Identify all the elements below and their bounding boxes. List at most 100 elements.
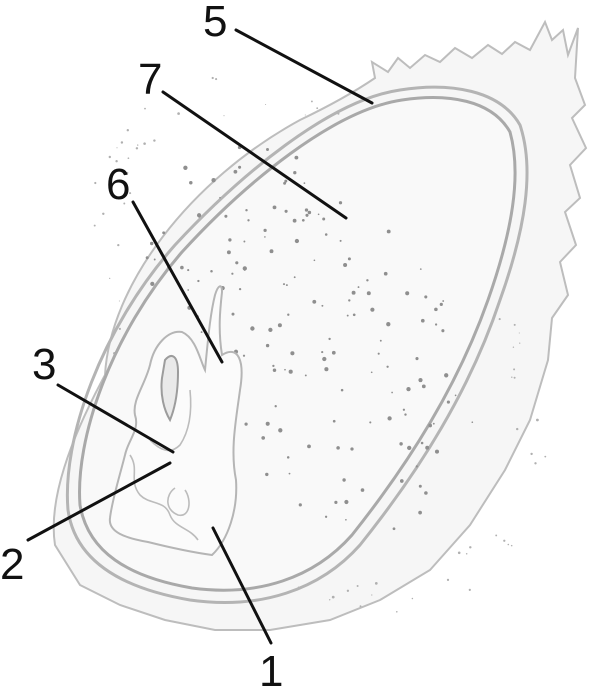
coat-dot (346, 589, 350, 592)
endosperm-dot (418, 484, 422, 488)
coat-dot (446, 578, 450, 582)
endosperm-dot (369, 421, 372, 424)
coat-dot (507, 543, 510, 546)
endosperm-dot (332, 419, 336, 423)
coat-dot (118, 300, 120, 302)
endosperm-dot (200, 331, 203, 334)
endosperm-dot (444, 373, 449, 378)
label-1: 1 (259, 647, 284, 696)
endosperm-dot (287, 313, 290, 316)
endosperm-dot (366, 279, 369, 282)
leader-line-2 (26, 461, 172, 542)
coat-dot (503, 539, 506, 542)
coat-dot (457, 551, 461, 555)
endosperm-dot (231, 312, 235, 316)
endosperm-dot (418, 510, 422, 515)
endosperm-dot (336, 446, 340, 450)
endosperm-dot (272, 205, 277, 210)
coat-dot (215, 78, 218, 81)
endosperm-dot (342, 478, 346, 482)
endosperm-dot (344, 499, 349, 505)
endosperm-dot (284, 209, 288, 213)
coat-dot (359, 605, 362, 608)
endosperm-dot (293, 171, 297, 175)
coat-dot (127, 157, 130, 160)
coat-dot (265, 103, 267, 106)
endosperm-dot (243, 240, 246, 243)
endosperm-dot (283, 181, 287, 185)
endosperm-dot (420, 318, 425, 323)
endosperm-dot (265, 343, 270, 348)
endosperm-dot (420, 441, 424, 445)
coat-dot (516, 427, 519, 431)
endosperm-dot (348, 299, 351, 302)
endosperm-dot (272, 368, 277, 372)
plumule (160, 355, 180, 423)
endosperm-dot (425, 445, 430, 450)
endosperm-dot (340, 388, 344, 392)
endosperm-dot (286, 456, 290, 459)
endosperm-dot (424, 491, 428, 495)
label-5: 5 (203, 0, 228, 46)
endosperm-dot (294, 238, 300, 244)
endosperm-dot (402, 408, 406, 411)
endosperm-dot (290, 351, 295, 356)
endosperm-dot (383, 271, 388, 276)
endosperm-dot (428, 423, 433, 428)
coat-dot (129, 192, 132, 195)
endosperm-dot (293, 276, 296, 279)
endosperm-dot (242, 354, 246, 357)
label-2: 2 (0, 540, 25, 589)
endosperm-dot (404, 413, 407, 416)
endosperm-dot (282, 283, 286, 286)
endosperm-dot (235, 261, 239, 265)
endosperm-dot (307, 444, 311, 449)
endosperm-dot (352, 313, 356, 317)
coat-dot (116, 147, 118, 149)
coat-dot (371, 594, 373, 596)
coat-dot (94, 181, 97, 185)
endosperm-dot (446, 400, 450, 404)
endosperm-dot (328, 337, 331, 341)
endosperm-dot (231, 272, 234, 275)
coat-dot (510, 544, 513, 547)
coat-dot (126, 171, 129, 174)
endosperm-dot (321, 304, 324, 307)
endosperm-dot (244, 422, 248, 426)
label-6: 6 (106, 160, 131, 209)
endosperm-dot (321, 351, 324, 354)
leader-line-5 (234, 28, 374, 105)
coat-dot (530, 452, 533, 456)
endosperm-dot (415, 465, 418, 468)
coat-dot (93, 224, 96, 227)
endosperm-dot (305, 213, 309, 217)
endosperm-dot (269, 249, 274, 254)
endosperm-dot (180, 265, 184, 270)
endosperm-texture (145, 145, 474, 531)
endosperm-dot (145, 256, 149, 260)
coat-dot (108, 155, 112, 159)
coat-dot (468, 588, 471, 592)
coat-dot (519, 342, 521, 344)
coat-dot (411, 597, 414, 600)
coat-dot (469, 546, 472, 549)
coat-dot (102, 212, 105, 216)
seed-coat-ring-outer (65, 85, 529, 604)
embryo (108, 285, 243, 557)
endosperm-dot (226, 250, 231, 255)
leader-line-1 (211, 526, 273, 645)
endosperm-dot (407, 445, 412, 451)
coat-dot (316, 107, 319, 110)
endosperm-dot (150, 241, 154, 246)
endosperm-dot (210, 270, 213, 273)
endosperm-dot (399, 479, 404, 483)
endosperm-dot (266, 148, 269, 151)
endosperm-dot (264, 236, 266, 238)
coat-dot (109, 277, 111, 280)
coat-dot (544, 455, 547, 458)
coat-dot (536, 418, 539, 422)
endosperm-dot (347, 257, 351, 261)
coat-dot (328, 599, 331, 601)
coat-dot (512, 346, 515, 348)
endosperm-dot (224, 214, 228, 218)
